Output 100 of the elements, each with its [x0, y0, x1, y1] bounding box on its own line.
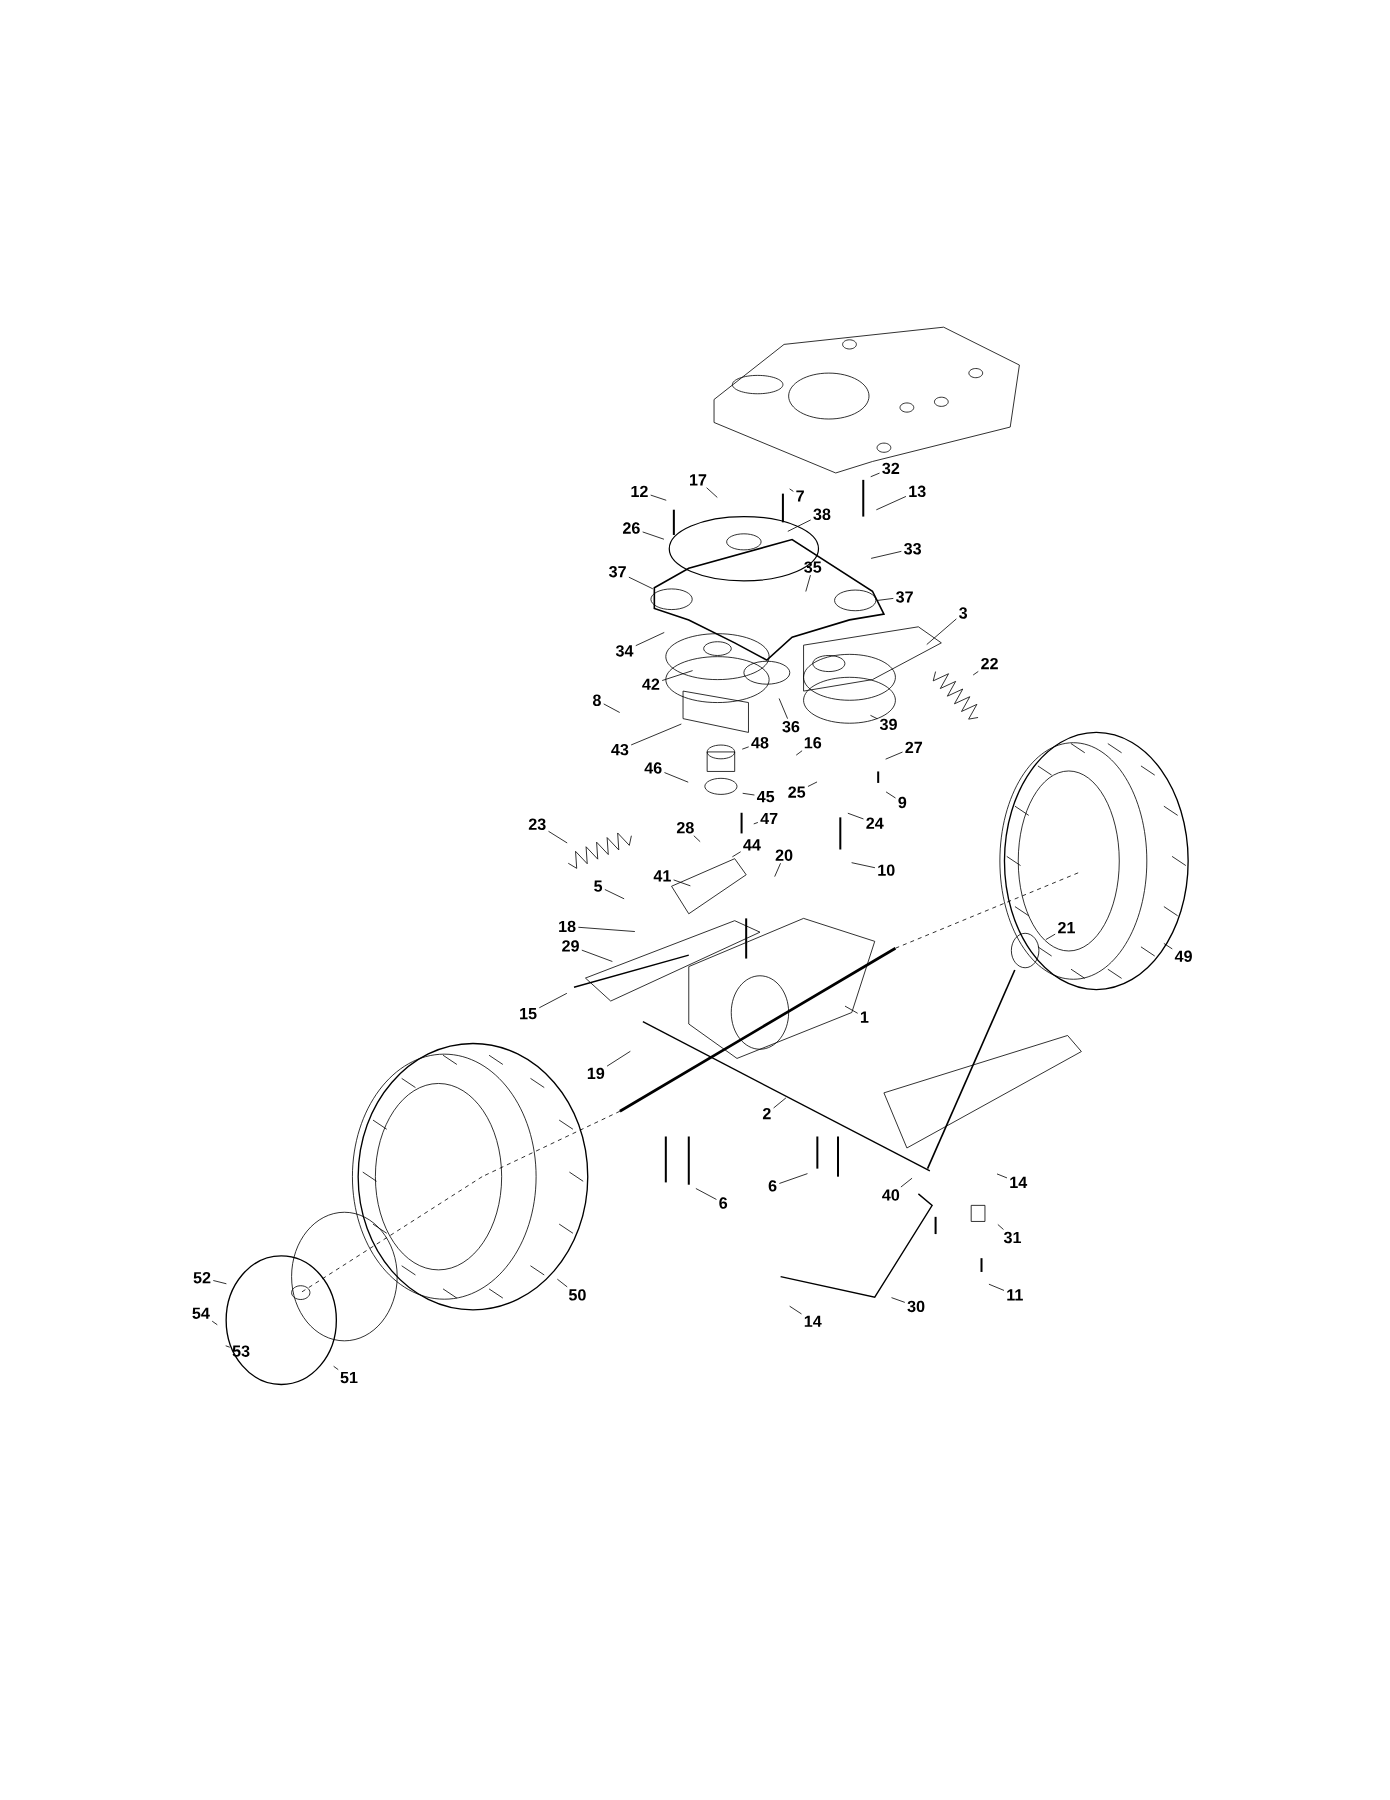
leader-line — [972, 671, 979, 676]
leader-line — [581, 949, 613, 962]
leader-line — [844, 1005, 858, 1014]
leader-line — [538, 992, 568, 1009]
callout-number: 18 — [559, 920, 576, 933]
callout-number: 11 — [1007, 1289, 1023, 1301]
leader-line — [997, 1224, 1004, 1230]
leader-line — [875, 496, 907, 511]
leader-line — [795, 750, 803, 756]
leader-line — [774, 862, 781, 877]
callout-number: 46 — [644, 762, 662, 774]
leader-line — [885, 751, 903, 760]
callout-number: 10 — [878, 864, 895, 876]
callout-number: 41 — [653, 870, 671, 882]
callout-number: 37 — [608, 566, 626, 578]
leader-line — [870, 550, 902, 559]
callout-number: 40 — [882, 1189, 900, 1201]
leader-line — [847, 812, 864, 820]
leader-line — [787, 519, 811, 532]
callout-number: 14 — [804, 1315, 822, 1327]
callout-number: 52 — [193, 1272, 211, 1284]
callout-number: 26 — [622, 522, 640, 534]
leader-line — [630, 723, 682, 746]
leader-line — [778, 698, 788, 720]
leader-line — [891, 1297, 906, 1303]
leader-line — [996, 1173, 1008, 1179]
leader-line — [211, 1320, 218, 1326]
leader-line — [661, 670, 693, 681]
callout-number: 8 — [592, 694, 601, 706]
leader-line — [548, 830, 568, 844]
callout-number: 38 — [813, 508, 831, 521]
callout-number: 50 — [568, 1289, 586, 1301]
leader-line — [577, 926, 636, 932]
callout-number: 30 — [907, 1300, 925, 1313]
leader-line — [693, 835, 701, 843]
callout-number: 19 — [587, 1067, 605, 1080]
leader-line — [885, 791, 896, 799]
leader-line — [870, 472, 880, 478]
leader-line — [1045, 933, 1056, 940]
callout-number: 16 — [804, 737, 822, 749]
leader-line — [642, 531, 665, 540]
leader-line — [635, 632, 665, 647]
callout-number: 21 — [1057, 921, 1075, 934]
callout-number: 51 — [340, 1371, 358, 1384]
callout-number: 3 — [958, 607, 967, 619]
callout-number: 43 — [611, 743, 629, 756]
callout-number: 29 — [562, 940, 579, 952]
leader-line — [789, 488, 794, 492]
leader-line — [628, 576, 654, 590]
callout-number: 7 — [796, 490, 804, 502]
leader-line — [663, 772, 689, 783]
leader-line — [926, 618, 957, 645]
callout-number: 42 — [642, 678, 660, 690]
callout-number: 39 — [879, 718, 897, 731]
leader-line — [604, 889, 625, 900]
callout-number: 9 — [898, 796, 907, 809]
leader-line — [900, 1177, 913, 1188]
callout-number: 34 — [615, 645, 634, 657]
leader-line — [773, 1097, 787, 1109]
leader-line — [603, 703, 621, 713]
leader-line — [778, 1173, 808, 1184]
leader-line — [741, 746, 749, 750]
callout-number: 54 — [192, 1307, 210, 1319]
callout-number: 49 — [1174, 950, 1192, 962]
callout-number: 22 — [981, 657, 998, 670]
leader-line — [742, 792, 755, 796]
callout-number: 13 — [909, 485, 926, 498]
callout-number: 6 — [768, 1180, 777, 1192]
callout-number: 28 — [676, 822, 694, 834]
leader-line — [807, 781, 818, 787]
leader-line — [731, 851, 741, 858]
callout-number: 37 — [895, 591, 913, 603]
callout-number: 27 — [905, 741, 922, 753]
callout-number: 12 — [631, 485, 648, 497]
leader-line — [333, 1365, 339, 1371]
leader-line — [556, 1278, 568, 1288]
leader-line — [988, 1283, 1005, 1291]
callout-number: 14 — [1010, 1176, 1028, 1188]
leader-line — [876, 598, 894, 601]
callout-number: 31 — [1003, 1231, 1021, 1244]
callout-number: 23 — [528, 818, 546, 830]
leader-line — [706, 487, 718, 498]
leader-line — [869, 714, 878, 720]
callout-number: 47 — [760, 812, 778, 825]
callout-number: 36 — [782, 720, 800, 733]
callout-number: 15 — [520, 1008, 537, 1020]
callout-number: 24 — [866, 817, 884, 829]
callout-number: 53 — [232, 1345, 250, 1357]
leader-line — [695, 1188, 717, 1200]
leader-line — [225, 1345, 231, 1348]
callout-number: 45 — [756, 791, 775, 803]
leader-line — [1163, 943, 1173, 950]
leader-line — [606, 1050, 631, 1067]
callout-number: 1 — [860, 1011, 869, 1023]
callout-number: 32 — [882, 462, 900, 475]
leader-line — [212, 1280, 227, 1285]
callout-number: 48 — [751, 737, 769, 749]
callout-number: 6 — [719, 1197, 728, 1209]
callout-number: 5 — [594, 880, 603, 892]
callout-number: 44 — [743, 839, 761, 851]
